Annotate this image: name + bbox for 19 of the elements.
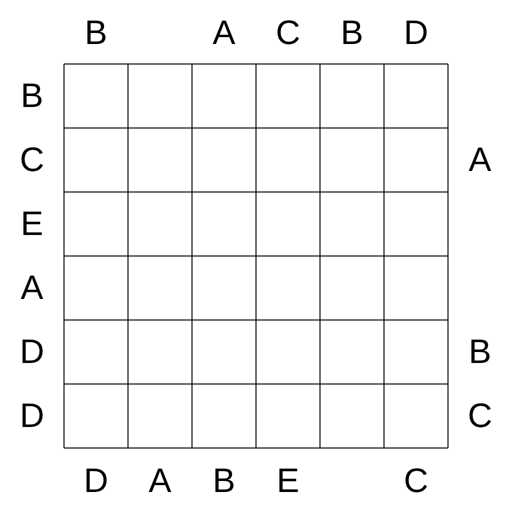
clue-letter: A bbox=[212, 13, 236, 53]
clue-letter: D bbox=[18, 396, 46, 436]
clue-letter: C bbox=[274, 13, 302, 53]
clue-letter: C bbox=[402, 461, 430, 501]
clue-letter: D bbox=[402, 13, 430, 53]
clue-letter: A bbox=[20, 268, 44, 308]
clue-letter: A bbox=[468, 140, 492, 180]
clue-letter: E bbox=[20, 204, 44, 244]
clue-letter: C bbox=[18, 140, 46, 180]
clue-letter: B bbox=[212, 461, 236, 501]
clue-letter: C bbox=[466, 396, 494, 436]
clue-letter: B bbox=[468, 332, 492, 372]
clue-letter: E bbox=[276, 461, 300, 501]
clue-letter: D bbox=[18, 332, 46, 372]
clue-letter: B bbox=[20, 76, 44, 116]
clue-letter: A bbox=[148, 461, 172, 501]
clue-letter: D bbox=[82, 461, 110, 501]
clue-letter: B bbox=[340, 13, 364, 53]
clue-letter: B bbox=[84, 13, 108, 53]
